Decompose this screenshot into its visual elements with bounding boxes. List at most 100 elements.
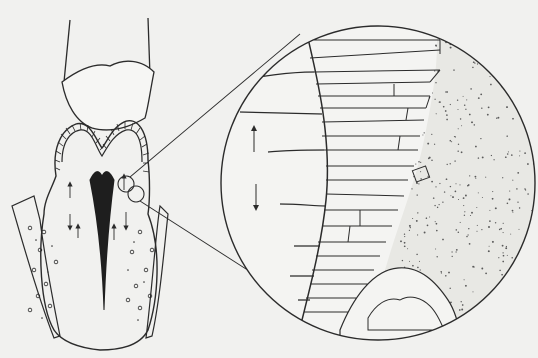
stipple-dot (458, 324, 460, 326)
stipple-dot (496, 54, 498, 56)
stipple-dot (482, 56, 483, 57)
stipple-dot (507, 255, 508, 256)
stipple-dot (455, 183, 456, 184)
stipple-dot (535, 125, 536, 126)
stipple-dot (489, 246, 490, 247)
stipple-dot (536, 185, 537, 186)
stipple-dot (500, 228, 502, 230)
stipple-dot (486, 20, 487, 21)
stipple-dot (409, 225, 411, 227)
stipple-dot (458, 199, 459, 200)
stipple-dot (480, 138, 481, 139)
stipple-dot (528, 255, 530, 257)
stipple-dot (429, 157, 431, 159)
stipple-dot (535, 111, 536, 112)
stipple-dot (436, 230, 438, 232)
stipple-dot (460, 118, 461, 119)
stipple-dot (466, 27, 467, 28)
stipple-dot (446, 114, 448, 116)
stipple-dot (478, 157, 479, 158)
stipple-dot (450, 47, 452, 49)
stipple-dot (440, 271, 441, 272)
stipple-dot (416, 254, 418, 256)
stipple-dot (427, 225, 429, 227)
stipple-dot (509, 198, 511, 200)
stipple-dot (475, 178, 476, 179)
stipple-dot (490, 297, 491, 298)
stipple-dot (463, 205, 464, 206)
stipple-dot (417, 267, 419, 269)
stipple-dot (514, 100, 516, 102)
stipple-dot (439, 204, 440, 205)
stipple-dot (503, 223, 504, 224)
stipple-dot (495, 222, 496, 223)
stipple-dot (519, 151, 520, 152)
stipple-dot (424, 132, 425, 133)
stipple-dot (468, 228, 469, 229)
stipple-dot (492, 333, 493, 334)
stipple-dot (463, 96, 464, 97)
stipple-dot (521, 277, 523, 279)
stipple-dot (469, 114, 471, 116)
stipple-dot (498, 257, 499, 258)
stipple-dot (429, 216, 430, 217)
stipple-dot (512, 180, 513, 181)
stipple-dot (434, 205, 435, 206)
stipple-dot (492, 24, 493, 25)
stipple-dot (426, 217, 428, 219)
stipple-dot (450, 163, 451, 164)
stipple-dot (409, 230, 410, 231)
stipple-dot (512, 72, 514, 74)
stipple-dot (501, 274, 503, 276)
stipple-dot (436, 46, 437, 47)
stipple-dot (489, 220, 491, 222)
stipple-dot (458, 231, 460, 233)
stipple-dot (507, 62, 508, 63)
stipple-dot (499, 229, 501, 231)
stipple-dot (522, 93, 523, 94)
stipple-dot (446, 178, 448, 180)
stipple-dot (431, 134, 432, 135)
stipple-dot (462, 31, 463, 32)
stipple-dot (475, 146, 477, 148)
stipple-dot (481, 268, 483, 270)
stipple-dot (454, 336, 456, 338)
stipple-dot (508, 151, 509, 152)
stipple-dot (420, 171, 421, 172)
stipple-dot (465, 285, 467, 287)
stipple-dot (459, 309, 461, 311)
stipple-dot (499, 270, 501, 272)
stipple-dot (465, 195, 467, 197)
stipple-dot (533, 214, 534, 215)
stipple-dot (440, 101, 441, 102)
stipple-dot (442, 22, 443, 23)
stipple-dot (493, 316, 494, 317)
stipple-dot (534, 236, 536, 238)
stipple-dot (404, 234, 405, 235)
stipple-dot (490, 84, 492, 86)
stipple-dot (476, 207, 477, 208)
stipple-dot (471, 212, 473, 214)
stipple-dot (445, 275, 447, 277)
stipple-dot (417, 234, 418, 235)
stipple-dot (498, 62, 499, 63)
stipple-dot (524, 244, 526, 246)
stipple-dot (534, 99, 536, 101)
stipple-dot (505, 247, 507, 249)
stipple-dot (503, 255, 505, 257)
opposing-tooth (62, 18, 154, 130)
stipple-dot (435, 186, 436, 187)
stipple-dot (407, 248, 408, 249)
stipple-dot (466, 99, 467, 100)
pulp-chamber (90, 172, 114, 310)
stipple-dot (457, 100, 458, 101)
stipple-dot (467, 48, 469, 50)
stipple-dot (422, 134, 423, 135)
stipple-dot (461, 125, 462, 126)
stipple-dot (478, 192, 479, 193)
stipple-dot (439, 183, 440, 184)
stipple-dot (502, 294, 504, 296)
stipple-dot (509, 309, 511, 311)
stipple-dot (522, 333, 523, 334)
